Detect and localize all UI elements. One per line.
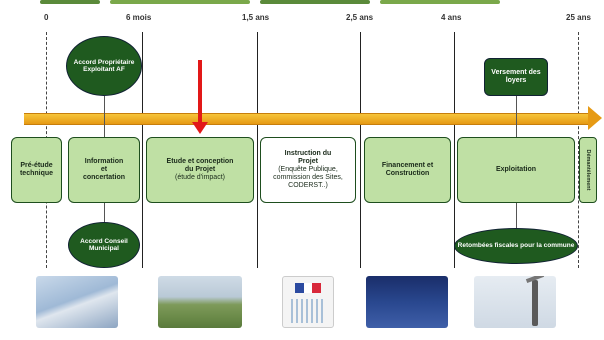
agreement-council-oval: Accord Conseil Municipal (68, 222, 140, 268)
operation-label: Exploitation (495, 165, 537, 173)
information-label-3: concertation (82, 174, 125, 182)
instruction-sub: (Enquête Publique, commission des Sites,… (273, 165, 343, 190)
french-flag-icon (295, 283, 322, 293)
dismantling-label: Démantèlement (585, 149, 591, 191)
connector-tax (516, 203, 517, 233)
turbine-tower-icon (532, 280, 538, 326)
tick-6-months: 6 mois (126, 13, 152, 22)
field-photo (158, 276, 242, 328)
phase-line-2-5-years (360, 32, 361, 268)
phase-line-25-years (578, 32, 579, 268)
prefeasibility-label: Pré-étude technique (19, 161, 54, 177)
prefeasibility-box: Pré-étude technique (11, 137, 62, 203)
information-label-2: et (100, 165, 108, 173)
rent-payment-label: Versement des loyers (491, 68, 541, 84)
phase-line-1-5-years (257, 32, 258, 268)
turbine-photo (474, 276, 556, 328)
study-box: Etude et conception du Projet (étude d'i… (146, 137, 254, 203)
instruction-label-2: Projet (298, 157, 318, 165)
document-text-lines (291, 299, 325, 323)
study-label-1: Etude et conception (166, 157, 234, 165)
connector-rent (516, 96, 517, 138)
current-phase-marker (198, 60, 202, 126)
sky-photo (36, 276, 118, 328)
phase-line-4-years (454, 32, 455, 268)
dismantling-box: Démantèlement (579, 137, 597, 203)
tick-2-5-years: 2,5 ans (346, 13, 374, 22)
night-sky-photo (366, 276, 448, 328)
tick-0: 0 (44, 13, 49, 22)
financing-label: Financement et Construction (381, 161, 434, 177)
study-sub: (étude d'impact) (175, 174, 225, 182)
tax-revenue-label: Retombées fiscales pour la commune (457, 242, 575, 250)
tick-1-5-years: 1,5 ans (242, 13, 270, 22)
timeline-arrowhead (588, 106, 602, 130)
financing-box: Financement et Construction (364, 137, 451, 203)
information-label-1: Information (84, 157, 124, 165)
agreement-owners-oval: Accord Propriétaire Exploitant AF (66, 36, 142, 96)
study-label-2: du Projet (184, 165, 216, 173)
top-decor-strip (40, 0, 500, 6)
phase-line-6-months (142, 32, 143, 268)
tax-revenue-oval: Retombées fiscales pour la commune (454, 228, 578, 264)
instruction-box: Instruction du Projet (Enquête Publique,… (260, 137, 356, 203)
tick-25-years: 25 ans (566, 13, 591, 22)
connector-council (104, 203, 105, 225)
current-phase-marker-head (192, 122, 208, 134)
agreement-council-label: Accord Conseil Municipal (80, 237, 128, 252)
timeline-arrow (24, 113, 590, 125)
operation-box: Exploitation (457, 137, 575, 203)
tick-4-years: 4 ans (441, 13, 462, 22)
connector-owners (104, 96, 105, 138)
document-photo (282, 276, 334, 328)
instruction-label-1: Instruction du (284, 149, 332, 157)
information-box: Information et concertation (68, 137, 140, 203)
agreement-owners-label: Accord Propriétaire Exploitant AF (73, 58, 135, 73)
rent-payment-box: Versement des loyers (484, 58, 548, 96)
